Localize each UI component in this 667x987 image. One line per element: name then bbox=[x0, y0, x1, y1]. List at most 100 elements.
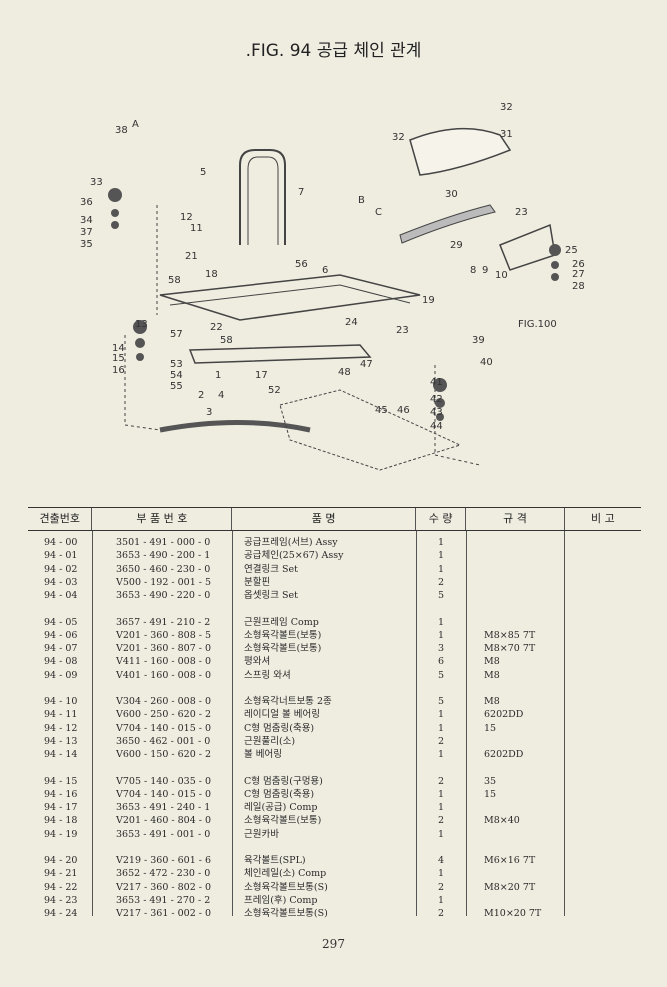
row-part-number: V201 - 460 - 804 - 0 bbox=[116, 815, 212, 827]
row-part-number: 3650 - 462 - 001 - 0 bbox=[116, 735, 211, 747]
row-spec bbox=[466, 868, 564, 880]
row-name: 레이디얼 볼 베어링 bbox=[244, 709, 320, 721]
row-ref: 94 - 16 bbox=[44, 788, 78, 800]
callout-57: 57 bbox=[170, 329, 183, 340]
row-name: C형 멈춤링(축용) bbox=[244, 788, 315, 800]
row-remarks bbox=[564, 630, 641, 642]
callout-53: 53 bbox=[170, 359, 183, 370]
row-part-number: V600 - 250 - 620 - 2 bbox=[116, 709, 212, 721]
callout-12: 12 bbox=[180, 212, 193, 223]
row-qty: 1 bbox=[437, 722, 445, 734]
row-qty: 2 bbox=[437, 775, 445, 787]
row-part-number: V600 - 150 - 620 - 2 bbox=[116, 749, 212, 761]
row-qty: 1 bbox=[437, 868, 445, 880]
callout-24: 24 bbox=[345, 317, 358, 328]
row-spec: 6202DD bbox=[484, 709, 524, 721]
row-spec: M8×20 7T bbox=[484, 881, 536, 893]
row-spec: 6202DD bbox=[484, 749, 524, 761]
row-qty: 3 bbox=[437, 643, 445, 655]
row-ref: 94 - 14 bbox=[44, 749, 78, 761]
row-qty: 2 bbox=[437, 815, 445, 827]
callout-46: 46 bbox=[397, 405, 410, 416]
callout-45: 45 bbox=[375, 405, 388, 416]
callout-48: 48 bbox=[338, 367, 351, 378]
callout-22: 22 bbox=[210, 322, 223, 333]
row-spec: M8 bbox=[484, 656, 500, 668]
callout-47: 47 bbox=[360, 359, 373, 370]
row-qty: 1 bbox=[437, 749, 445, 761]
row-name: 체인레일(소) Comp bbox=[244, 868, 327, 880]
row-spec: M10×20 7T bbox=[484, 908, 542, 920]
row-qty: 1 bbox=[437, 894, 445, 906]
callout-7: 7 bbox=[298, 187, 304, 198]
row-qty: 1 bbox=[437, 629, 445, 641]
row-name: 레일(공급) Comp bbox=[244, 802, 318, 814]
page-number: 297 bbox=[322, 937, 345, 951]
row-ref: 94 - 24 bbox=[44, 908, 78, 920]
callout-58b: 58 bbox=[220, 335, 233, 346]
row-part-number: 3650 - 460 - 230 - 0 bbox=[116, 563, 211, 575]
row-ref: 94 - 02 bbox=[44, 563, 78, 575]
row-remarks bbox=[564, 617, 641, 629]
row-spec: M8×70 7T bbox=[484, 643, 536, 655]
row-remarks bbox=[564, 749, 641, 761]
row-qty: 1 bbox=[437, 537, 445, 548]
header-name: 품 명 bbox=[232, 508, 416, 530]
callout-13: 13 bbox=[135, 319, 148, 330]
row-part-number: V500 - 192 - 001 - 5 bbox=[116, 576, 212, 588]
callout-58a: 58 bbox=[168, 275, 181, 286]
row-part-number: V704 - 140 - 015 - 0 bbox=[116, 722, 212, 734]
row-spec bbox=[466, 802, 564, 814]
callout-18: 18 bbox=[205, 269, 218, 280]
row-spec bbox=[466, 550, 564, 562]
row-qty: 4 bbox=[437, 855, 445, 866]
row-ref: 94 - 19 bbox=[44, 828, 78, 840]
row-name: 소형육각볼트(보통) bbox=[244, 815, 322, 827]
row-part-number: 3657 - 491 - 210 - 2 bbox=[116, 616, 211, 628]
row-part-number: 3653 - 490 - 220 - 0 bbox=[116, 590, 211, 602]
row-name: 공급체인(25×67) Assy bbox=[244, 550, 344, 562]
callout-21: 21 bbox=[185, 251, 198, 262]
row-spec: M6×16 7T bbox=[484, 855, 536, 866]
row-remarks bbox=[564, 643, 641, 655]
callout-32a: 32 bbox=[500, 102, 513, 113]
row-ref: 94 - 22 bbox=[44, 881, 78, 893]
diagram-svg: 38 33 36 34 37 35 5 7 12 11 21 56 6 18 5… bbox=[80, 102, 585, 471]
row-part-number: 3652 - 472 - 230 - 0 bbox=[116, 868, 211, 880]
callout-1: 1 bbox=[215, 370, 221, 381]
row-name: C형 멈춤링(구멍용) bbox=[244, 775, 323, 787]
row-remarks bbox=[564, 776, 641, 788]
row-ref: 94 - 20 bbox=[44, 855, 78, 866]
table-row: 94 - 11 V600 - 250 - 620 - 2 레이디얼 볼 베어링 1 62… bbox=[28, 709, 641, 721]
callout-4: 4 bbox=[218, 390, 224, 401]
row-part-number: 3653 - 490 - 200 - 1 bbox=[116, 550, 211, 562]
callout-23b: 23 bbox=[396, 325, 409, 336]
row-remarks bbox=[564, 908, 641, 920]
row-part-number: V201 - 360 - 808 - 5 bbox=[116, 629, 212, 641]
row-remarks bbox=[564, 564, 641, 576]
row-part-number: V217 - 360 - 802 - 0 bbox=[116, 881, 212, 893]
row-remarks bbox=[564, 882, 641, 894]
row-name: 분할핀 bbox=[244, 576, 271, 588]
row-remarks bbox=[564, 895, 641, 907]
table-header: 견출번호 부 품 번 호 품 명 수 량 규 격 비 고 bbox=[28, 507, 641, 531]
callout-8: 8 bbox=[470, 265, 476, 276]
row-spec: 15 bbox=[484, 722, 497, 734]
row-ref: 94 - 11 bbox=[44, 709, 78, 721]
row-qty: 1 bbox=[437, 709, 445, 721]
row-qty: 2 bbox=[437, 881, 445, 893]
row-qty: 5 bbox=[437, 590, 445, 602]
row-ref: 94 - 07 bbox=[44, 643, 78, 655]
row-ref: 94 - 10 bbox=[44, 696, 78, 707]
row-spec bbox=[466, 617, 564, 629]
row-part-number: V201 - 360 - 807 - 0 bbox=[116, 643, 212, 655]
row-spec: M8×85 7T bbox=[484, 629, 536, 641]
